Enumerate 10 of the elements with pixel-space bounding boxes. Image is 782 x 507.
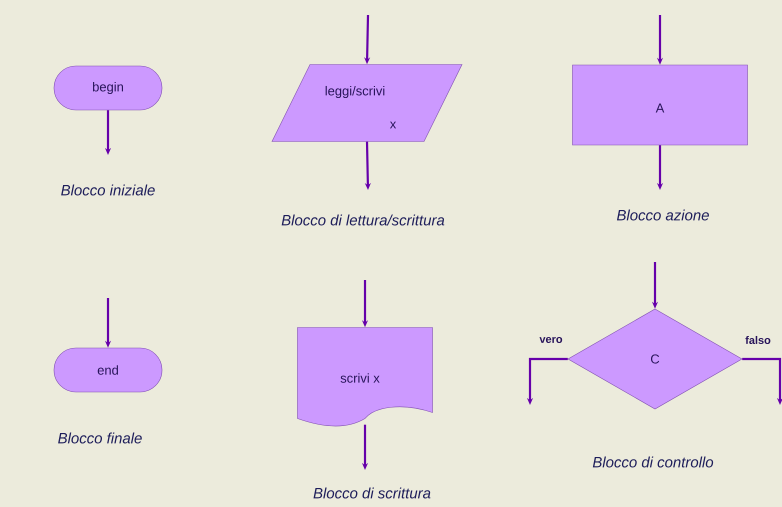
edge-label: falso (745, 336, 770, 344)
block-caption: Blocco iniziale (61, 184, 155, 196)
block-caption: Blocco di scrittura (314, 488, 430, 498)
block-caption: Blocco azione (616, 210, 709, 220)
block-caption: Blocco finale (58, 432, 142, 444)
block-caption: Blocco di lettura/scrittura (282, 214, 444, 226)
edge-label: vero (539, 336, 562, 343)
input-output-parallelogram: leggi/scrivi x (272, 64, 462, 142)
action-box: A (572, 64, 748, 146)
block-caption: Blocco di controllo (592, 456, 714, 468)
